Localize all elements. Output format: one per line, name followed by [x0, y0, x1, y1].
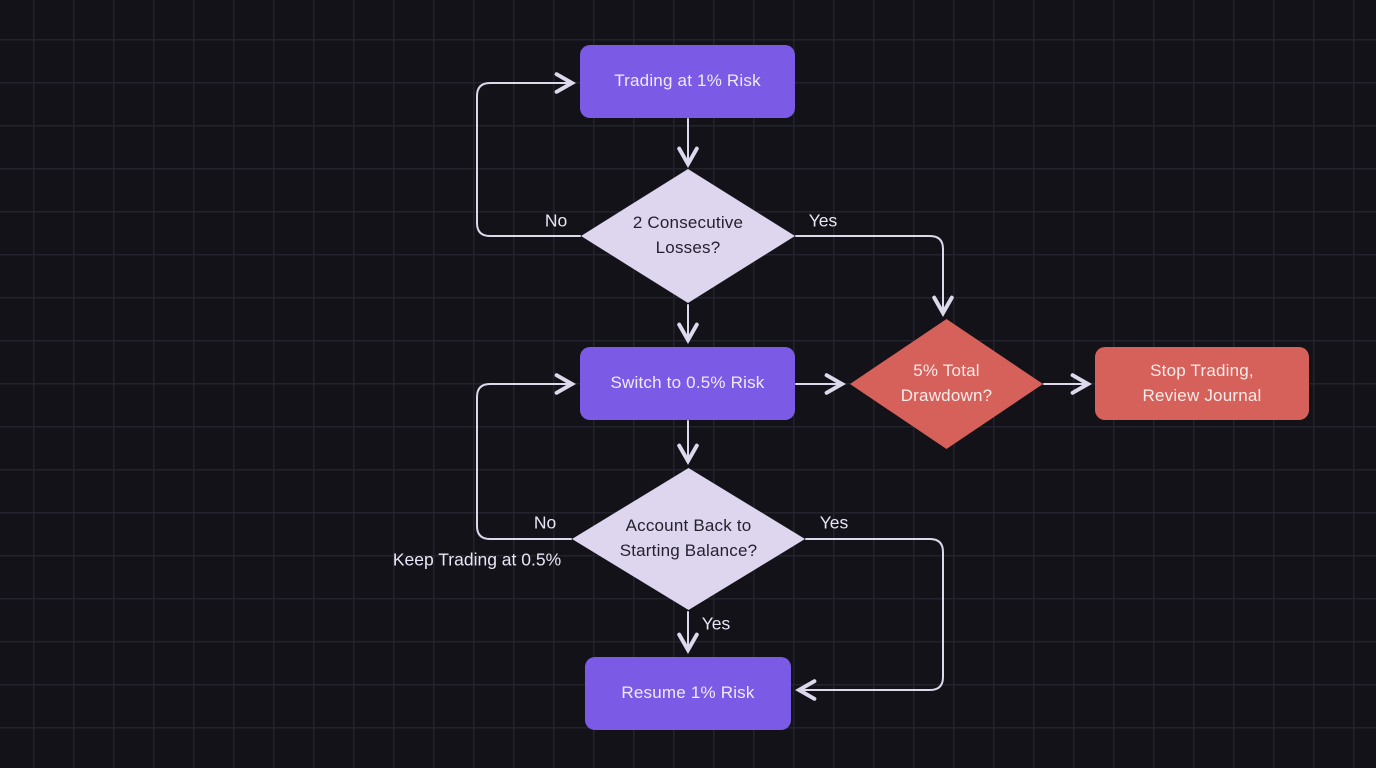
node-5pct-total-drawdown[interactable]: 5% Total Drawdown? — [850, 319, 1043, 449]
node-label: Switch to 0.5% Risk — [610, 373, 765, 393]
node-resume-1pct-risk[interactable]: Resume 1% Risk — [585, 657, 791, 730]
node-label: 2 Consecutive Losses? — [632, 213, 744, 257]
edge-label-yes-account-bottom: Yes — [701, 613, 731, 634]
node-stop-trading-review-journal[interactable]: Stop Trading, Review Journal — [1095, 347, 1309, 420]
node-label: Resume 1% Risk — [621, 683, 755, 703]
edge-losses-yes-to-drawdown — [795, 235, 954, 317]
node-label: Trading at 1% Risk — [614, 71, 761, 91]
edge-account-yes-right-loop — [795, 538, 944, 701]
node-label: Account Back to Starting Balance? — [619, 516, 758, 560]
edge-label-no-account: No — [533, 512, 557, 533]
edge-account-no-loop — [476, 373, 576, 540]
node-label: 5% Total Drawdown? — [900, 361, 993, 405]
edge-label-no-losses: No — [544, 210, 568, 231]
node-2-consecutive-losses[interactable]: 2 Consecutive Losses? — [581, 169, 795, 303]
node-trading-1pct-risk[interactable]: Trading at 1% Risk — [580, 45, 795, 118]
node-switch-to-05pct-risk[interactable]: Switch to 0.5% Risk — [580, 347, 795, 420]
edge-annotation-keep-trading: Keep Trading at 0.5% — [392, 549, 562, 570]
node-label: Stop Trading, Review Journal — [1142, 360, 1262, 405]
node-account-back-to-starting-balance[interactable]: Account Back to Starting Balance? — [572, 468, 805, 610]
edge-label-yes-losses: Yes — [808, 210, 838, 231]
edge-label-yes-account-right: Yes — [819, 512, 849, 533]
